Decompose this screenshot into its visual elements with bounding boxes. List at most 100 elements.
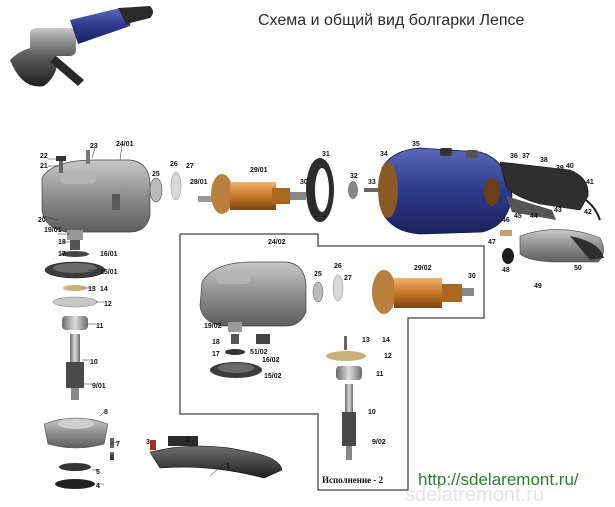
- knob-48: [502, 248, 514, 264]
- part-label-p36: 36: [510, 153, 518, 160]
- part-label-p31: 31: [322, 151, 330, 158]
- part-label-p48: 48: [502, 267, 510, 274]
- part-label-p15_02: 15/02: [264, 373, 282, 380]
- part-label-p46: 46: [502, 217, 510, 224]
- part-label-p24_02: 24/02: [268, 239, 286, 246]
- variant-2-outline: [179, 233, 485, 491]
- rear-handle: [499, 161, 589, 220]
- grinder-photo-handle: [118, 6, 153, 24]
- part-label-p5: 5: [96, 469, 100, 476]
- spindle-stack-v2-lower: [326, 336, 366, 460]
- part-label-p13b: 13: [362, 337, 370, 344]
- stator-31: [306, 158, 334, 222]
- nuts-4-5: [55, 463, 95, 489]
- part-label-p15_01: 15/01: [100, 269, 118, 276]
- part-label-p27b: 27: [344, 275, 352, 282]
- bearing-25-v2: [312, 281, 324, 303]
- pins-6-7: [110, 438, 114, 460]
- part-label-p29_01: 29/01: [250, 167, 268, 174]
- guard-1: [149, 436, 283, 479]
- bearing-32: [348, 181, 358, 199]
- part-label-p19_01: 19/01: [44, 227, 62, 234]
- part-label-p28_01: 28/01: [190, 179, 208, 186]
- part-label-p12b: 12: [384, 353, 392, 360]
- bearing-25: [149, 177, 163, 203]
- part-label-p4: 4: [96, 483, 100, 490]
- washer-26: [170, 171, 182, 201]
- washer-26-v2: [332, 274, 344, 302]
- part-label-p12: 12: [104, 301, 112, 308]
- part-label-p14: 14: [100, 286, 108, 293]
- part-label-p50: 50: [574, 265, 582, 272]
- cable-42: [585, 199, 601, 221]
- part-label-p45: 45: [514, 213, 522, 220]
- part-label-p41: 41: [586, 179, 594, 186]
- watermark: sdelatremont.ru: [405, 484, 544, 506]
- part-label-p47: 47: [488, 239, 496, 246]
- part-label-p11b: 11: [376, 371, 384, 378]
- part-label-p23: 23: [90, 143, 98, 150]
- gear-housing-24-01: [41, 159, 151, 233]
- part-label-p32: 32: [350, 173, 358, 180]
- part-label-p34: 34: [380, 151, 388, 158]
- brush-holders-36-37: [440, 148, 478, 158]
- part-label-p17b: 17: [212, 351, 220, 358]
- flange-8: [43, 417, 109, 449]
- page-title: Схема и общий вид болгарки Лепсе: [258, 12, 525, 29]
- screws-top: [56, 150, 90, 173]
- part-label-p10b: 10: [368, 409, 376, 416]
- part-label-p14b: 14: [382, 337, 390, 344]
- part-label-p30b: 30: [468, 273, 476, 280]
- part-label-p18: 18: [58, 239, 66, 246]
- part-label-p20: 20: [38, 217, 46, 224]
- grinder-photo-body: [70, 8, 131, 44]
- source-url-link[interactable]: http://sdelaremont.ru/: [418, 470, 579, 489]
- part-label-p10: 10: [90, 359, 98, 366]
- part-label-p25b: 25: [314, 271, 322, 278]
- part-label-p24_01: 24/01: [116, 141, 134, 148]
- part-label-p21: 21: [40, 163, 48, 170]
- part-label-p37: 37: [522, 153, 530, 160]
- part-label-p6: 6: [110, 455, 114, 462]
- part-label-p7: 7: [116, 441, 120, 448]
- armature-29-01: [198, 174, 306, 214]
- part-label-p44: 44: [530, 213, 538, 220]
- part-label-p40: 40: [566, 163, 574, 170]
- part-label-p17: 17: [58, 251, 66, 258]
- part-label-p8: 8: [104, 409, 108, 416]
- part-label-p39: 39: [556, 165, 564, 172]
- part-label-p26b: 26: [334, 263, 342, 270]
- part-label-p9_01: 9/01: [92, 383, 106, 390]
- grinder-photo-head: [30, 28, 76, 56]
- grinder-photo: [10, 6, 153, 87]
- part-label-p11: 11: [96, 323, 104, 330]
- part-label-p13: 13: [88, 286, 96, 293]
- part-label-p33: 33: [368, 179, 376, 186]
- part-label-p43: 43: [554, 207, 562, 214]
- part-label-p19_02: 19/02: [204, 323, 222, 330]
- variant-2-label: Исполнение - 2: [322, 475, 384, 485]
- motor-housing-35: [378, 147, 513, 235]
- part-label-p16_01: 16/01: [100, 251, 118, 258]
- part-label-p30: 30: [300, 179, 308, 186]
- part-label-p25: 25: [152, 171, 160, 178]
- part-label-p3: 3: [146, 439, 150, 446]
- part-label-p22: 22: [40, 153, 48, 160]
- spindle-stack-left: [44, 230, 106, 400]
- part-label-p35: 35: [412, 141, 420, 148]
- part-label-p2: 2: [186, 437, 190, 444]
- part-label-p42: 42: [584, 209, 592, 216]
- spindle-stack-v2-upper: [210, 322, 270, 378]
- grinder-photo-guard: [10, 47, 57, 87]
- gear-housing-24-02: [199, 261, 307, 327]
- part-label-p27: 27: [186, 163, 194, 170]
- part-label-p9_02: 9/02: [372, 439, 386, 446]
- screw-33: [364, 188, 378, 192]
- grinder-photo-side-handle: [50, 56, 84, 86]
- armature-29-02: [372, 270, 474, 314]
- part-label-p1: 1: [226, 463, 230, 470]
- part-label-p49: 49: [534, 283, 542, 290]
- part-label-p26: 26: [170, 161, 178, 168]
